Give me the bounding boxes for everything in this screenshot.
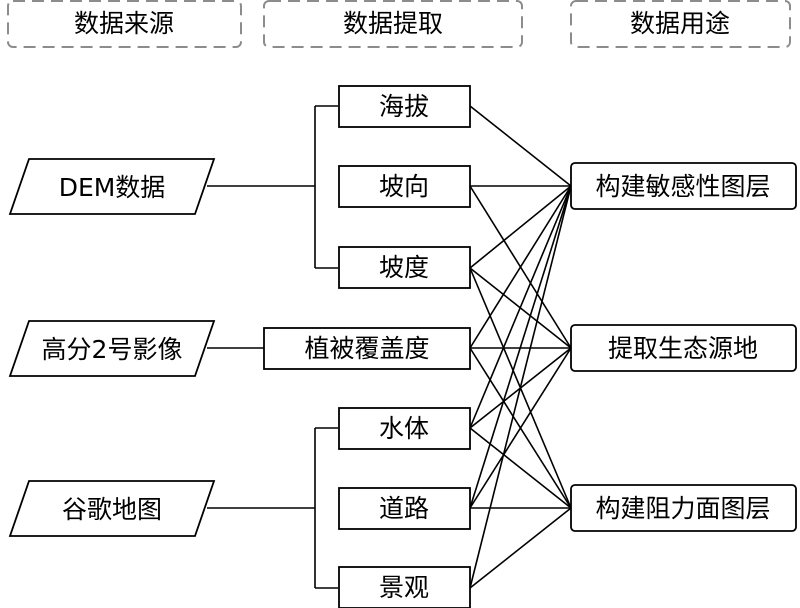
usage-sensitivity-label: 构建敏感性图层 bbox=[595, 172, 770, 201]
source-gf2-label: 高分2号影像 bbox=[42, 335, 183, 364]
header-usage: 数据用途 bbox=[570, 0, 791, 48]
extract-elevation-label: 海拔 bbox=[379, 92, 429, 121]
source-google-label: 谷歌地图 bbox=[62, 495, 162, 524]
extract-water-label: 水体 bbox=[379, 414, 429, 443]
extract-aspect-label: 坡向 bbox=[379, 172, 429, 201]
extract-road-label: 道路 bbox=[379, 494, 429, 523]
header-source: 数据来源 bbox=[7, 0, 242, 48]
source-node-gf2: 高分2号影像 bbox=[8, 320, 216, 377]
link-landscape-resistance bbox=[469, 507, 572, 589]
header-extract: 数据提取 bbox=[263, 0, 523, 48]
source-connectors bbox=[207, 105, 338, 589]
extract-node-slope: 坡度 bbox=[338, 246, 471, 289]
usage-node-sensitivity: 构建敏感性图层 bbox=[570, 162, 797, 210]
extract-node-elevation: 海拔 bbox=[338, 85, 471, 128]
header-extract-label: 数据提取 bbox=[343, 9, 443, 38]
link-road-sensitivity bbox=[469, 185, 572, 509]
extract-node-road: 道路 bbox=[338, 487, 471, 530]
usage-eco-source-label: 提取生态源地 bbox=[608, 334, 758, 363]
extract-vegetation-label: 植被覆盖度 bbox=[304, 334, 429, 363]
source-node-dem: DEM数据 bbox=[8, 158, 216, 215]
source-dem-label: DEM数据 bbox=[59, 173, 166, 202]
source-node-google: 谷歌地图 bbox=[8, 480, 216, 537]
usage-resistance-label: 构建阻力面图层 bbox=[595, 494, 770, 523]
link-slope-resistance bbox=[469, 267, 572, 509]
link-elevation-sensitivity bbox=[469, 105, 572, 187]
link-slope-ecosource bbox=[469, 267, 572, 349]
link-vegetation-resistance bbox=[469, 347, 572, 509]
header-source-label: 数据来源 bbox=[74, 9, 174, 38]
extract-slope-label: 坡度 bbox=[379, 253, 429, 282]
usage-node-resistance: 构建阻力面图层 bbox=[570, 484, 797, 532]
usage-connectors bbox=[469, 105, 572, 589]
header-usage-label: 数据用途 bbox=[630, 9, 730, 38]
link-aspect-ecosource bbox=[469, 185, 572, 349]
link-water-resistance bbox=[469, 427, 572, 509]
extract-node-water: 水体 bbox=[338, 407, 471, 450]
usage-node-eco-source: 提取生态源地 bbox=[570, 324, 797, 372]
extract-node-vegetation: 植被覆盖度 bbox=[263, 327, 471, 370]
link-slope-sensitivity bbox=[469, 185, 572, 269]
extract-node-aspect: 坡向 bbox=[338, 165, 471, 208]
extract-landscape-label: 景观 bbox=[379, 573, 429, 602]
extract-node-landscape: 景观 bbox=[338, 566, 471, 608]
